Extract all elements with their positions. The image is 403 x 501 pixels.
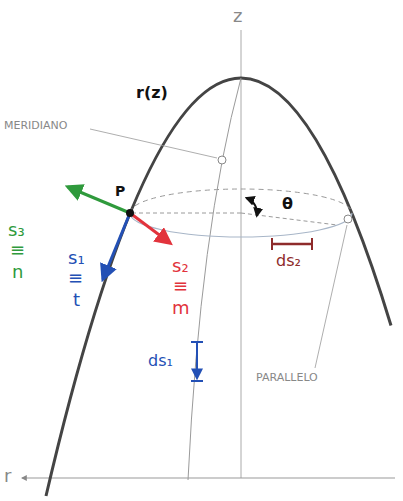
segment-tick bbox=[311, 238, 313, 250]
callout-label: MERIDIANO bbox=[4, 120, 67, 132]
equivalence-sign: ≡ bbox=[68, 268, 83, 288]
axis-label: z bbox=[233, 6, 242, 26]
segment-tick bbox=[271, 238, 273, 250]
radius-line bbox=[241, 213, 337, 225]
ds2-segment bbox=[272, 243, 312, 246]
vector-label: n bbox=[12, 262, 23, 282]
tangent-vector bbox=[103, 213, 130, 279]
point-label: P bbox=[115, 184, 125, 199]
segment-tick bbox=[191, 341, 203, 343]
leader-line bbox=[315, 225, 347, 368]
angle-label: θ bbox=[282, 195, 293, 213]
meridian-line bbox=[188, 78, 241, 480]
callout-label: PARALLELO bbox=[256, 372, 318, 384]
vector-label: s₂ bbox=[172, 256, 189, 276]
segment-tick bbox=[191, 380, 203, 382]
z-axis bbox=[241, 30, 242, 478]
point-p bbox=[126, 209, 134, 217]
angle-arc bbox=[247, 198, 258, 216]
parallel-front bbox=[130, 213, 352, 237]
equivalence-sign: ≡ bbox=[10, 240, 25, 260]
length-label: ds₂ bbox=[276, 252, 301, 270]
length-label: ds₁ bbox=[148, 352, 173, 370]
axis-label: r bbox=[4, 466, 11, 486]
binormal-vector bbox=[130, 213, 170, 243]
parallel-marker bbox=[344, 215, 352, 223]
radius-line bbox=[132, 213, 241, 214]
leader-line bbox=[90, 129, 217, 158]
vector-label: t bbox=[73, 290, 80, 310]
surface-profile bbox=[46, 78, 391, 496]
vector-label: s₃ bbox=[8, 220, 25, 240]
meridian-marker bbox=[218, 156, 226, 164]
vector-label: s₁ bbox=[68, 248, 85, 268]
vector-label: m bbox=[172, 298, 190, 318]
r-axis bbox=[22, 478, 395, 479]
equivalence-sign: ≡ bbox=[173, 276, 188, 296]
curve-label: r(z) bbox=[136, 84, 168, 102]
parallel-back bbox=[130, 189, 352, 213]
ds1-segment bbox=[196, 342, 198, 378]
